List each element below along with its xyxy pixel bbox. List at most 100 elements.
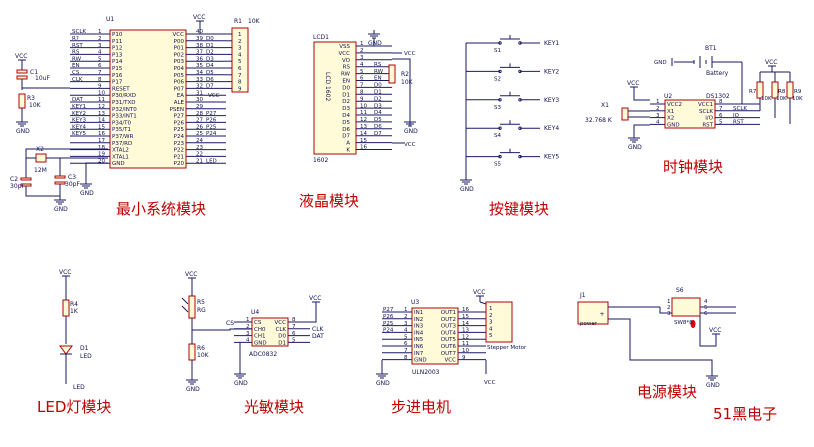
mcu-c3-ref: C3 [68, 174, 76, 181]
mcu-left-fn-10: P30/RXD [112, 93, 136, 99]
power-s6-pin-5: 5 [704, 305, 708, 311]
mcu-left-pinnum-11: 11 [98, 97, 105, 103]
stepper-motor-pin-4: 4 [489, 326, 493, 332]
clock-r9-value: 10K [792, 96, 803, 102]
lcd-body [313, 41, 357, 155]
power-s6-pin-1: 1 [667, 299, 671, 305]
lcd-pin-fn-12: D5 [342, 120, 350, 126]
power-switch-knob-icon [690, 320, 696, 328]
key-S5-contact [518, 154, 522, 159]
lcd-pin-num-4: 4 [360, 62, 364, 68]
stepper-left-fn-7: IN7 [414, 351, 424, 357]
lcd-r2-pot [388, 64, 396, 84]
mcu-right-net-39: D0 [206, 36, 214, 42]
key-S4-ref: S4 [494, 133, 501, 139]
mcu-right-pinnum-29: 29 [196, 104, 203, 110]
clock-battery-label: Battery [706, 70, 729, 77]
lcd-pin-fn-6: EN [342, 79, 350, 85]
mcu-left-pinnum-7: 7 [98, 70, 102, 76]
stepper-left-net-3: P25 [383, 321, 394, 327]
mcu-left-fn-13: P33/INT1 [112, 114, 137, 120]
mcu-right-pinnum-32: 32 [196, 84, 203, 90]
mcu-vcc-label: VCC [193, 14, 205, 21]
mcu-r1-pinnum-3: 3 [238, 46, 242, 52]
power-s6-pin-4: 4 [704, 299, 708, 305]
mcu-left-pinnum-17: 17 [98, 138, 105, 144]
power-vcc-label: VCC [709, 327, 721, 334]
mcu-right-fn-33: P06 [174, 80, 185, 86]
stepper-left-net-1: P27 [383, 307, 394, 313]
keys-gnd-label: GND [460, 186, 474, 193]
lcd-pin-fn-3: VO [342, 58, 351, 64]
mcu-right-fn-29: PSEN [170, 107, 184, 113]
stepper-uln2003-body [411, 307, 459, 365]
mcu-right-net-36: D3 [206, 56, 214, 62]
key-S1-contact [518, 41, 522, 45]
power-vcc-wire [699, 316, 717, 347]
photo-right-fn-6: D0 [278, 334, 286, 340]
mcu-left-net-14: KEY3 [72, 118, 86, 124]
clock-vcc2-label: VCC [627, 80, 639, 87]
stepper-right-pinnum-10: 10 [462, 348, 469, 354]
mcu-x2-value: 12M [34, 167, 47, 174]
lcd-pin-fn-7: D0 [342, 85, 350, 91]
mcu-left-net-7: CS [72, 70, 80, 76]
lcd-pin-num-8: 8 [360, 90, 364, 96]
mcu-right-pinnum-27: 27 [196, 118, 203, 124]
stepper-left-fn-8: GND [414, 358, 427, 364]
mcu-left-fn-15: P35/T1 [112, 127, 131, 133]
photo-right-pinnum-6: 6 [292, 331, 296, 337]
photo-adc0832-body [251, 317, 289, 347]
stepper-motor-pin-1: 1 [489, 306, 493, 312]
mcu-r1-ref: R1 [234, 18, 242, 25]
photo-r6-resistor [188, 343, 196, 361]
mcu-right-fn-32: P07 [174, 86, 185, 92]
mcu-left-pinnum-13: 13 [98, 111, 105, 117]
mcu-r1-pinnum-8: 8 [238, 80, 242, 86]
photo-left-fn-1: CS [254, 320, 262, 326]
caption-photo: 光敏模块 [244, 398, 305, 416]
mcu-left-pinnum-3: 3 [98, 43, 102, 49]
led-d1-name: LED [80, 353, 92, 360]
led-r4-ref: R4 [70, 301, 78, 308]
stepper-left-pinnum-7: 7 [404, 348, 408, 354]
lcd-pin-num-5: 5 [360, 69, 364, 75]
mcu-right-fn-40: VCC [173, 32, 185, 38]
power-j1-name: power [580, 321, 598, 327]
lcd-pin-net-13: D6 [374, 124, 382, 130]
key-S4-net: KEY4 [544, 125, 559, 132]
mcu-right-fn-28: P27 [174, 114, 185, 120]
mcu-left-fn-19: XTAL1 [112, 154, 129, 160]
mcu-c1-ref: C1 [30, 69, 38, 76]
photo-left-pinnum-3: 3 [246, 331, 250, 337]
mcu-right-pinnum-25: 25 [196, 131, 203, 137]
mcu-r3-value: 10K [29, 102, 42, 109]
stepper-u3-part: ULN2003 [412, 369, 440, 376]
stepper-right-pinnum-15: 15 [462, 314, 469, 320]
key-S1-contact [498, 41, 502, 45]
mcu-left-fn-6: P15 [112, 66, 123, 72]
mcu-c3-value: 30pF [65, 181, 80, 188]
stepper-left-pinnum-6: 6 [404, 341, 408, 347]
led-r4-resistor [62, 299, 70, 317]
stepper-right-pinnum-16: 16 [462, 307, 469, 313]
stepper-right-fn-10: OUT7 [441, 351, 457, 357]
lcd-pin-num-11: 11 [360, 110, 367, 116]
stepper-left-fn-3: IN3 [414, 324, 424, 330]
mcu-right-net-28: P27 [206, 111, 217, 117]
lcd-pin-fn-9: D2 [342, 99, 350, 105]
stepper-motor-vcc-label: VCC [473, 289, 485, 296]
photo-r6-ref: R6 [197, 345, 205, 352]
lcd-pin-num-10: 10 [360, 103, 367, 109]
led-net-label: LED [73, 384, 85, 391]
photo-u4-ref: U4 [251, 309, 259, 316]
mcu-left-pinnum-18: 18 [98, 145, 105, 151]
stepper-u3-ref: U3 [411, 299, 419, 306]
clock-x1-ref: X1 [601, 102, 609, 109]
mcu-right-fn-35: P04 [174, 66, 185, 72]
stepper-right-pinnum-11: 11 [462, 341, 469, 347]
photo-left-pinnum-4: 4 [246, 338, 250, 344]
mcu-c2-cap-top [20, 177, 32, 181]
mcu-right-pinnum-21: 21 [196, 158, 203, 164]
mcu-chip-body [109, 29, 187, 169]
